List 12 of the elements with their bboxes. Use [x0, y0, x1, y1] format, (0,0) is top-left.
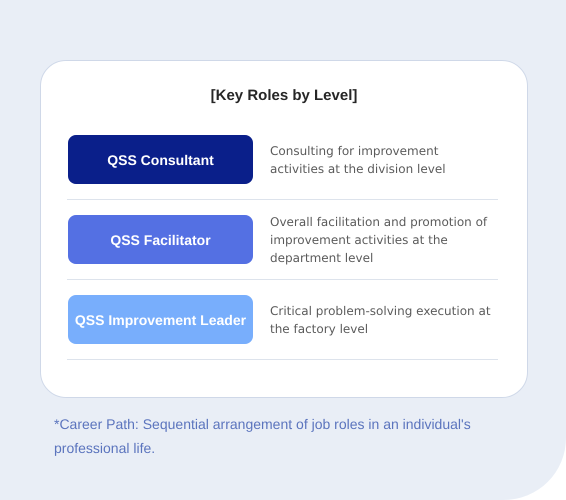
role-description: Overall facilitation and promotion of improvement activities at the department level: [270, 214, 488, 266]
role-box: [68, 135, 253, 184]
caption-note: *Career Path: Sequential arrangement of job roles in an individual's professional life.: [54, 415, 472, 458]
role-box: [68, 295, 253, 344]
role-label: QSS Improvement Leader: [74, 310, 246, 328]
role-description: Consulting for improvement activities at the division level: [270, 142, 447, 178]
role-description: Critical problem-solving execution at the factory level: [270, 302, 492, 338]
role-box: [68, 215, 253, 264]
role-label: QSS Consultant: [107, 150, 214, 168]
card-heading: [Key Roles by Level]: [210, 86, 358, 106]
card-panel: [40, 60, 528, 398]
role-label: QSS Facilitator: [110, 230, 211, 248]
